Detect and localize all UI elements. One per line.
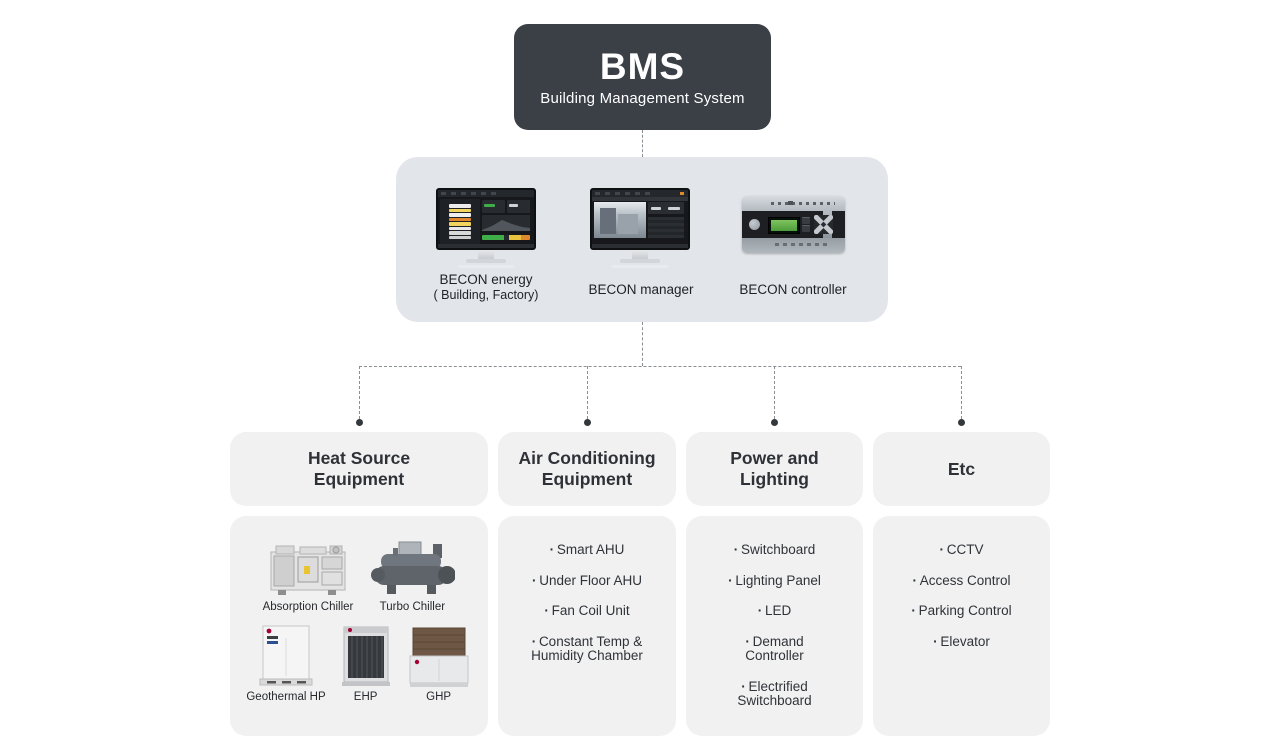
category-header-etc: Etc (873, 432, 1050, 506)
energy-area-chart-graphic (482, 220, 530, 231)
etc-list: CCTV Access ControlParking ControlElevato… (873, 516, 1050, 649)
connector-becon-to-branch (642, 322, 643, 366)
becon-energy-label: BECON energy ( Building, Factory) (406, 272, 566, 303)
list-item: Access Control (873, 573, 1050, 589)
category-header-air-conditioning: Air Conditioning Equipment (498, 432, 676, 506)
absorption-chiller-image (270, 545, 346, 595)
equipment-figure: Absorption Chiller (262, 538, 354, 613)
equipment-caption: GHP (426, 691, 452, 703)
list-item: Elevator (873, 634, 1050, 650)
list-item: Smart AHU (498, 542, 676, 558)
bms-title: BMS (599, 46, 686, 87)
equipment-figure: Turbo Chiller (369, 538, 456, 613)
becon-controller-title: BECON controller (739, 282, 847, 297)
connector-branch-1 (359, 366, 360, 419)
equipment-caption: Absorption Chiller (262, 601, 354, 613)
connector-branch-4 (961, 366, 962, 419)
becon-controller-label: BECON controller (713, 282, 873, 297)
becon-energy-title: BECON energy (439, 272, 533, 287)
list-item: Constant Temp & Humidity Chamber (498, 634, 676, 664)
connector-branch-horizontal (359, 366, 961, 367)
becon-manager-label: BECON manager (561, 282, 721, 297)
ehp-image (341, 626, 390, 686)
power-lighting-panel: SwitchboardLighting PanelLED Demand Contr… (686, 516, 863, 736)
list-item: Under Floor AHU (498, 573, 676, 589)
ghp-image (409, 627, 469, 687)
bms-root-box: BMS Building Management System (514, 24, 771, 130)
bms-subtitle: Building Management System (540, 90, 745, 107)
becon-energy-sublabel: ( Building, Factory) (433, 288, 539, 302)
becon-controller-image (742, 196, 845, 253)
connector-branch-3 (774, 366, 775, 419)
equipment-caption: EHP (353, 691, 378, 703)
controller-lcd-display (768, 217, 800, 234)
equipment-caption: Geothermal HP (246, 691, 326, 703)
connector-bms-to-becon (642, 130, 643, 157)
list-item: Lighting Panel (686, 573, 863, 589)
heat-source-equipment-panel: Absorption Chiller (230, 516, 488, 736)
list-item: LED (686, 603, 863, 619)
connector-dot-4 (958, 419, 965, 426)
etc-panel: CCTV Access ControlParking ControlElevato… (873, 516, 1050, 736)
equipment-figure: EHP (339, 623, 393, 703)
controller-xpad-button (814, 215, 833, 234)
equipment-caption: Turbo Chiller (379, 601, 446, 613)
list-item: Demand Controller (686, 634, 863, 664)
air-conditioning-panel: Smart AHU Under Floor AHU Fan Coil UnitCon… (498, 516, 676, 736)
becon-manager-monitor-image (590, 188, 690, 268)
connector-branch-2 (587, 366, 588, 419)
connector-dot-3 (771, 419, 778, 426)
lg-logo-icon (749, 219, 760, 230)
list-item: Electrified Switchboard (686, 679, 863, 709)
category-header-power-lighting: Power and Lighting (686, 432, 863, 506)
equipment-figure: GHP (406, 625, 472, 703)
air-conditioning-list: Smart AHU Under Floor AHU Fan Coil UnitCon… (498, 516, 676, 664)
connector-dot-1 (356, 419, 363, 426)
connector-dot-2 (584, 419, 591, 426)
becon-energy-monitor-image (436, 188, 536, 268)
category-header-heat-source: Heat Source Equipment (230, 432, 488, 506)
list-item: Switchboard (686, 542, 863, 558)
power-lighting-list: SwitchboardLighting PanelLED Demand Contr… (686, 516, 863, 709)
becon-manager-title: BECON manager (588, 282, 694, 297)
list-item: CCTV (873, 542, 1050, 558)
geothermal-hp-image (259, 625, 313, 686)
equipment-figure: Geothermal HP (246, 623, 326, 703)
list-item: Fan Coil Unit (498, 603, 676, 619)
list-item: Parking Control (873, 603, 1050, 619)
turbo-chiller-image (371, 541, 456, 594)
